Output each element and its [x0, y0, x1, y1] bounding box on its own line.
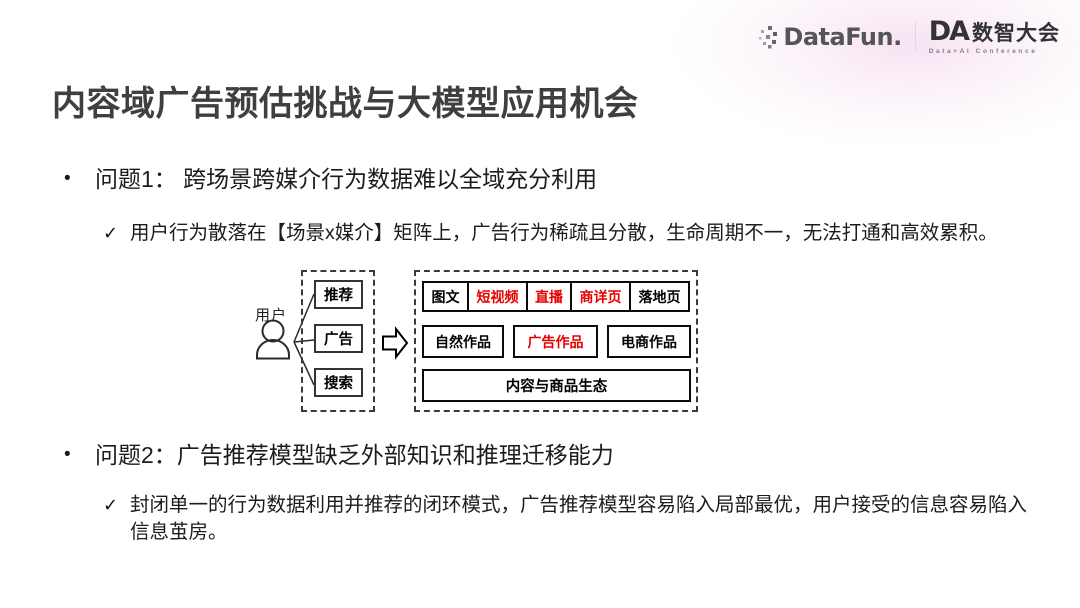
ecosystem-box: 内容与商品生态: [422, 369, 691, 402]
media-cell: 短视频: [467, 281, 528, 312]
da-logo-name: 数智大会: [972, 22, 1060, 45]
media-cell: 图文: [422, 281, 469, 312]
logo-divider: [914, 21, 916, 52]
media-cell: 落地页: [629, 281, 690, 312]
bullet-marker: •: [64, 444, 71, 465]
header-logos: DataFun. DA 数智大会 Data+AI Conference: [758, 18, 1060, 56]
bullet-problem-2-text: 问题2：广告推荐模型缺乏外部知识和推理迁移能力: [95, 442, 614, 468]
subpoint-2-text: 封闭单一的行为数据利用并推荐的闭环模式，广告推荐模型容易陷入局部最优，用户接受的…: [130, 494, 1028, 543]
user-person-icon: [256, 319, 290, 360]
scene-column: 推荐广告搜索: [314, 280, 363, 397]
checkmark-icon: ✓: [103, 495, 119, 515]
user-label: 用户: [255, 307, 288, 324]
media-cell: 直播: [526, 281, 572, 312]
scene-box: 推荐: [314, 280, 363, 309]
da-logo-initials: DA: [928, 16, 970, 47]
right-arrow-icon: [382, 326, 409, 360]
subpoint-2: ✓ 封闭单一的行为数据利用并推荐的闭环模式，广告推荐模型容易陷入局部最优，用户接…: [103, 492, 1038, 546]
media-matrix-box: [414, 270, 698, 412]
diagram-connectors: [256, 293, 409, 386]
scene-box: 广告: [314, 324, 363, 353]
da-conference-logo: DA 数智大会 Data+AI Conference: [929, 18, 1060, 56]
scene-group-box: [301, 270, 375, 412]
bullet-problem-1: • 问题1： 跨场景跨媒介行为数据难以全域充分利用: [64, 164, 597, 194]
datafun-logo: DataFun.: [758, 22, 902, 51]
da-logo-subtitle: Data+AI Conference: [928, 48, 1038, 55]
scene-media-matrix-diagram: 用户 推荐广告搜索 图文短视频直播商详页落地页 自然作品广告作品电商作品 内容与…: [250, 264, 710, 416]
page-title: 内容域广告预估挑战与大模型应用机会: [52, 85, 639, 123]
media-row: 图文短视频直播商详页落地页: [422, 281, 690, 312]
media-cell: 商详页: [570, 281, 631, 312]
works-row: 自然作品广告作品电商作品: [422, 325, 691, 358]
datafun-dots-icon: [759, 25, 778, 49]
bullet-problem-1-text: 问题1： 跨场景跨媒介行为数据难以全域充分利用: [95, 166, 598, 192]
subpoint-1: ✓ 用户行为散落在【场景x媒介】矩阵上，广告行为稀疏且分散，生命周期不一，无法打…: [103, 220, 1038, 247]
datafun-logo-text: DataFun.: [783, 22, 902, 51]
scene-box: 搜索: [314, 368, 363, 397]
works-cell: 广告作品: [513, 325, 598, 358]
subpoint-1-text: 用户行为散落在【场景x媒介】矩阵上，广告行为稀疏且分散，生命周期不一，无法打通和…: [130, 222, 998, 244]
works-cell: 自然作品: [422, 325, 504, 358]
checkmark-icon: ✓: [103, 223, 119, 243]
works-cell: 电商作品: [607, 325, 691, 358]
bullet-problem-2: • 问题2：广告推荐模型缺乏外部知识和推理迁移能力: [64, 440, 614, 470]
bullet-marker: •: [64, 168, 71, 189]
